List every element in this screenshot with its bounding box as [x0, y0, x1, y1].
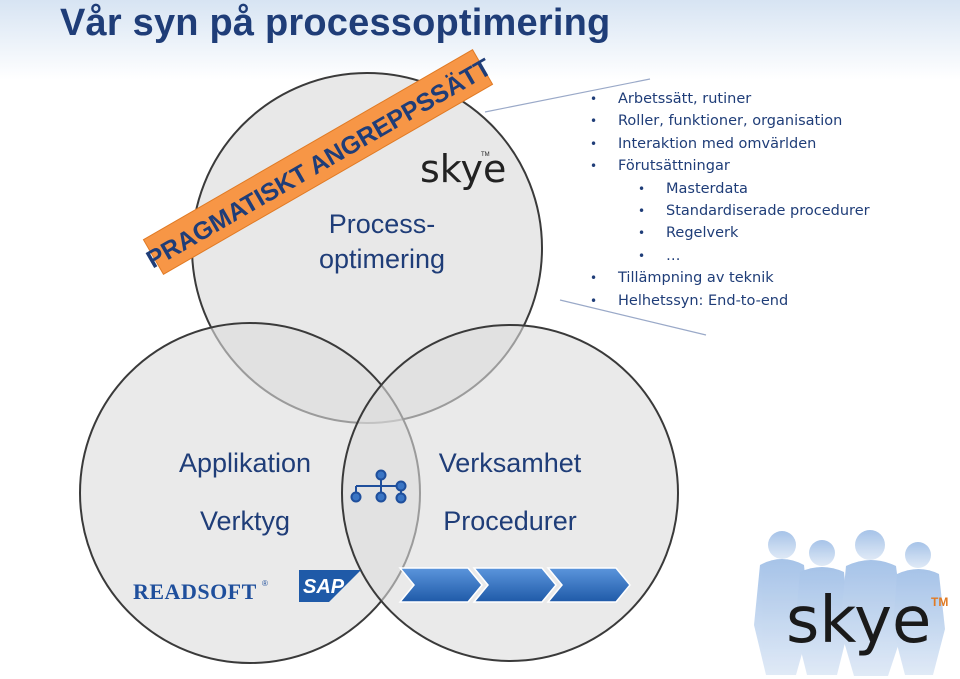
circle-application-label-line2: Verktyg: [200, 506, 290, 536]
skye-logo-small-tm: TM: [481, 152, 490, 158]
skye-logo-large: skye: [786, 584, 931, 658]
people-silhouette-icon: [754, 530, 945, 676]
page-title: Vår syn på processoptimering: [60, 2, 611, 44]
bullet-item: Roller, funktioner, organisation: [586, 110, 870, 133]
circle-process-label-line2: optimering: [319, 244, 445, 274]
bullet-item: Interaktion med omvärlden: [586, 133, 870, 156]
readsoft-logo: READSOFT: [133, 579, 257, 604]
org-chart-icon: [350, 469, 407, 504]
skye-logo-small: skye: [420, 147, 506, 191]
sap-logo-text: SAP: [303, 576, 345, 598]
bullet-item: Masterdata: [586, 178, 870, 201]
circle-application-label-line1: Applikation: [179, 448, 311, 478]
bullet-item: Regelverk: [586, 222, 870, 245]
skye-logo-large-tm: TM: [931, 595, 948, 609]
process-arrows-icon: [398, 567, 631, 603]
circle-business: [341, 324, 679, 662]
connector-line-bottom: [559, 299, 707, 336]
circle-business-label-line1: Verksamhet: [439, 448, 582, 478]
circle-process-label-line1: Process-: [329, 209, 436, 239]
bullet-item: Tillämpning av teknik: [586, 267, 870, 290]
bullet-item: Standardiserade procedurer: [586, 200, 870, 223]
bullet-item: Förutsättningar: [586, 155, 870, 178]
connector-line-top: [484, 78, 651, 113]
bullet-item: …: [586, 245, 870, 268]
sap-logo: SAP: [299, 570, 361, 602]
readsoft-registered-mark: ®: [262, 579, 268, 588]
bullet-item: Arbetssätt, rutiner: [586, 88, 870, 111]
process-aspects-list: Arbetssätt, rutinerRoller, funktioner, o…: [586, 88, 870, 312]
circle-business-label-line2: Procedurer: [443, 506, 577, 536]
bullet-item: Helhetssyn: End-to-end: [586, 290, 870, 313]
